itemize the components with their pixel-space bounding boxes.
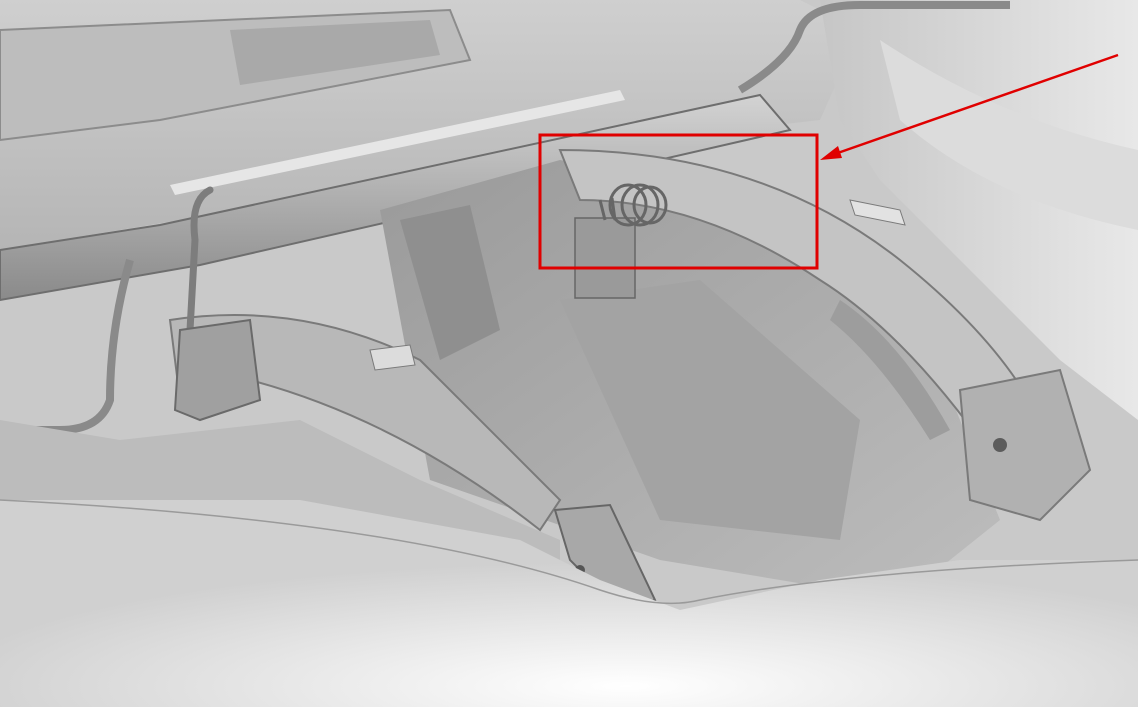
top-plate-window [230,20,440,85]
central-block-side [400,205,500,360]
top-wire-rod [737,1,1010,94]
right-bracket-slot [830,300,950,440]
pivot-plate [958,368,1092,522]
foreground-cover [0,500,1138,707]
left-bracket-slot [369,344,416,371]
right-housing-face [880,40,1138,230]
left-bracket [168,314,562,532]
cross-bar-highlight [170,90,625,195]
right-bracket-tab [849,199,906,226]
pivot-hole-icon [993,438,1007,452]
left-edge-rod [0,258,134,434]
annotation-arrow-icon [820,53,1119,160]
spring-detail [574,183,668,299]
foreground-cover-edge [0,499,1138,605]
left-clip [173,318,262,422]
central-block-front [560,280,860,540]
highlight-box [538,133,819,270]
